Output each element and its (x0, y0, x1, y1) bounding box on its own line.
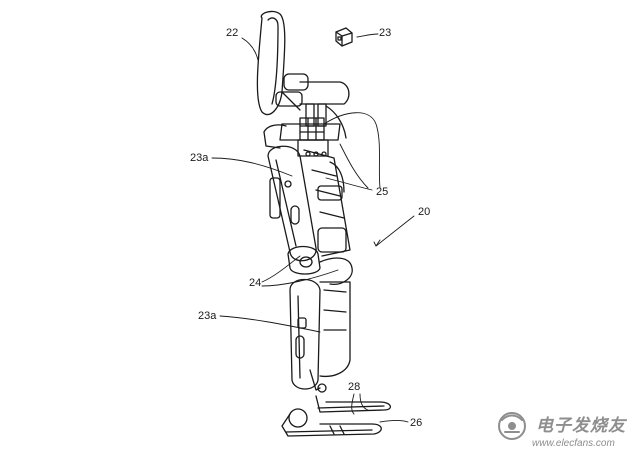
label-23: 23 (379, 27, 392, 39)
back-support-22 (256, 10, 301, 116)
leader-lines (211, 33, 415, 423)
thigh-frame-23a (267, 145, 351, 262)
label-28: 28 (348, 381, 361, 393)
label-24: 24 (249, 277, 262, 289)
controller-part-23 (335, 27, 353, 47)
watermark-brand: 电子发烧友 (536, 416, 626, 436)
label-22: 22 (226, 27, 239, 39)
label-25: 25 (376, 186, 389, 198)
label-23a-shank: 23a (198, 310, 217, 322)
shank-frame-23a (289, 278, 351, 393)
elecfans-logo-icon (498, 412, 526, 440)
foot-plate-26 (281, 395, 391, 437)
label-23a-thigh: 23a (190, 152, 209, 164)
watermark-url: www.elecfans.com (532, 438, 615, 449)
label-20: 20 (418, 206, 431, 218)
label-26: 26 (410, 417, 423, 429)
hip-unit (263, 73, 350, 157)
knee-joint-24 (287, 245, 353, 285)
